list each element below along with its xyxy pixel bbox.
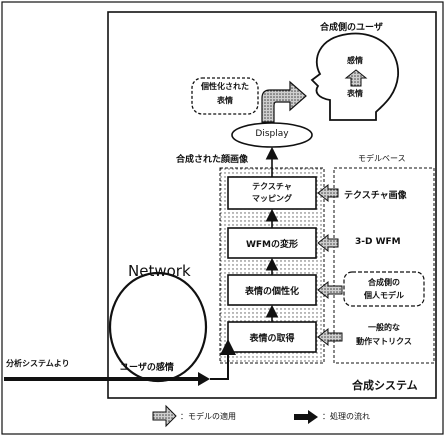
process-box-acquire [227, 321, 317, 353]
legend-model-icon [152, 404, 177, 428]
head-emotion-bottom: 表情 [347, 89, 363, 98]
model-personal-line1: 合成側の [368, 278, 400, 287]
legend-process-flow: ：処理の流れ [322, 412, 370, 421]
model-matrix-line1: 一般的な [368, 323, 400, 332]
from-analysis-label: 分析システムより [6, 359, 70, 368]
personalized-expression-box [191, 77, 259, 115]
process-acquire-label: 表情の取得 [249, 334, 295, 344]
legend-flow-icon [294, 410, 318, 424]
model-arrow-matrix [317, 327, 343, 347]
model-base-label: モデルベース [358, 154, 406, 163]
personalized-expression-line2: 表情 [217, 96, 233, 105]
user-side-title: 合成側のユーザ [320, 23, 383, 33]
process-personalize-label: 表情の個性化 [244, 287, 299, 297]
model-arrow-texture [317, 183, 339, 203]
user-emotion-label: ユーザの感情 [120, 363, 174, 373]
output-to-user-arrow [261, 80, 307, 123]
display-label: Display [255, 129, 289, 139]
head-emotion-top: 感情 [347, 56, 363, 65]
input-flow-line [4, 372, 210, 386]
process-texture-line1: テクスチャ [252, 182, 292, 191]
model-arrow-wfm [317, 233, 339, 253]
model-arrow-personal [317, 280, 343, 300]
model-texture-label: テクスチャ画像 [344, 191, 407, 201]
model-matrix-line2: 動作マトリクス [356, 337, 412, 346]
model-personal-line2: 個人モデル [364, 291, 404, 300]
personalized-expression-line1: 個性化された [201, 82, 249, 91]
legend-model-application: ：モデルの適用 [180, 412, 236, 421]
process-texture-line2: マッピング [252, 194, 292, 203]
emotion-to-expression-icon [344, 69, 368, 87]
process-wfm-label: WFMの変形 [245, 240, 299, 250]
model-wfm-label: 3-D WFM [355, 237, 401, 247]
synthesis-system-box [107, 11, 437, 399]
synthesized-face-label: 合成された顔画像 [176, 155, 249, 165]
network-label: Network [128, 262, 191, 280]
model-base-column [333, 167, 435, 364]
synthesis-system-label: 合成システム [352, 379, 418, 392]
personal-model-box [343, 271, 425, 307]
